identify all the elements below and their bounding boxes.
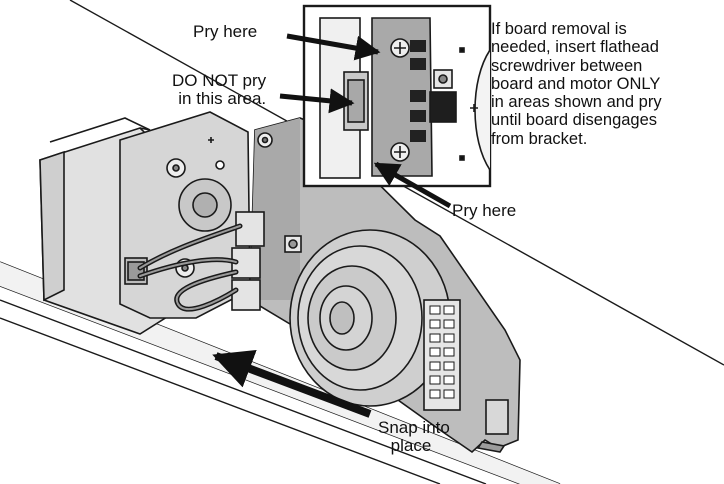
callout-do-not-pry-line1: DO NOT pry	[172, 71, 267, 90]
instruction-line: If board removal is	[491, 20, 627, 38]
instruction-line: needed, insert flathead	[491, 38, 659, 57]
instruction-text: If board removal is needed, insert flath…	[491, 20, 662, 148]
callout-pry-here-bottom: Pry here	[452, 201, 517, 220]
callout-snap-into-place: Snap into place	[378, 418, 450, 455]
inset-detail	[302, 4, 492, 188]
callout-do-not-pry: DO NOT pry in this area.	[172, 72, 266, 108]
instruction-line: screwdriver between	[491, 56, 643, 75]
arrow-snap-into-place	[212, 349, 372, 418]
callout-snap-line1: Snap into	[378, 418, 450, 437]
instruction-line: until board disengages	[491, 111, 658, 130]
arrow-do-not-pry	[279, 88, 355, 114]
callout-snap-line2: place	[390, 436, 432, 455]
instruction-line: in areas shown and pry	[491, 93, 662, 112]
callout-pry-here-top: Pry here	[193, 22, 258, 41]
wire-harness	[137, 223, 243, 312]
instruction-line: from bracket.	[491, 129, 588, 148]
arrow-pry-bottom	[373, 161, 452, 209]
control-board	[231, 117, 521, 454]
instruction-line: board and motor ONLY	[491, 74, 661, 93]
callout-arrows	[212, 33, 452, 418]
callout-do-not-pry-line2: in this area.	[178, 89, 267, 108]
arrow-pry-top	[286, 33, 381, 61]
